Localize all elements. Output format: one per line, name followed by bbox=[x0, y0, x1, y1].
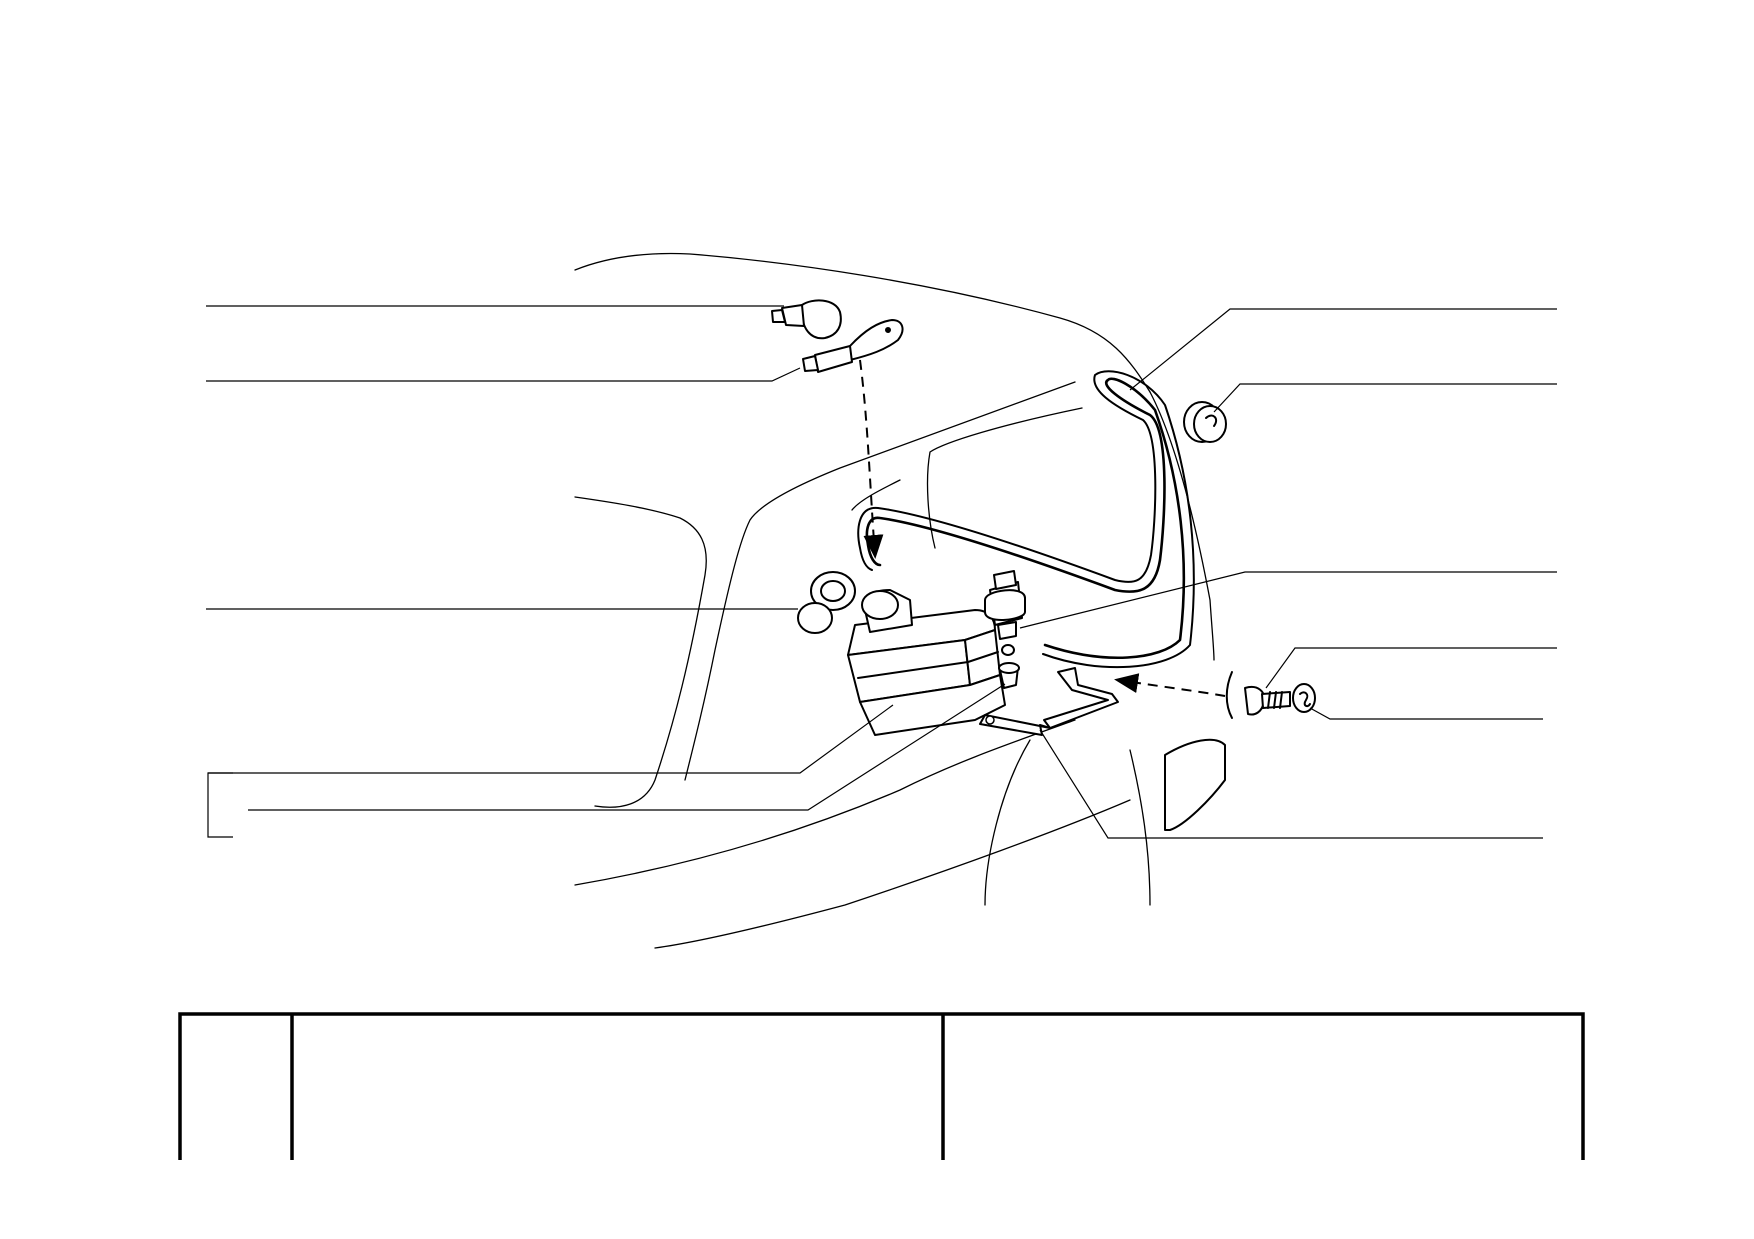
washer-jet-cap-part bbox=[771, 299, 842, 340]
leader-bracket bbox=[1039, 729, 1543, 839]
vehicle-body-outline bbox=[574, 252, 1226, 949]
leader-reservoir-top bbox=[208, 704, 894, 774]
nut-part bbox=[1292, 683, 1316, 713]
leader-pump bbox=[1019, 571, 1557, 629]
washer-reservoir-part bbox=[847, 589, 1006, 736]
washer-jet-part bbox=[802, 319, 904, 373]
bolt-part bbox=[1225, 671, 1291, 719]
washer-hose bbox=[857, 370, 1195, 669]
assembly-arrow-bracket bbox=[1114, 673, 1226, 697]
grommet-upper-part bbox=[1183, 401, 1227, 443]
assembly-arrow-jet bbox=[859, 359, 884, 559]
washer-pump-part bbox=[984, 570, 1026, 656]
filler-cap-part bbox=[797, 571, 856, 634]
grommet-lower-part bbox=[998, 662, 1020, 689]
leader-bolt bbox=[1265, 647, 1557, 689]
leader-grommet-upper bbox=[1213, 383, 1557, 413]
leader-grommet-lower bbox=[248, 683, 1006, 811]
leader-washer-jet bbox=[206, 367, 801, 382]
parts-table-frame bbox=[178, 1012, 1585, 1160]
leader-nut bbox=[1309, 707, 1543, 720]
leader-lines bbox=[206, 305, 1557, 839]
leader-reservoir bbox=[207, 772, 233, 838]
leader-hose bbox=[1129, 308, 1557, 391]
